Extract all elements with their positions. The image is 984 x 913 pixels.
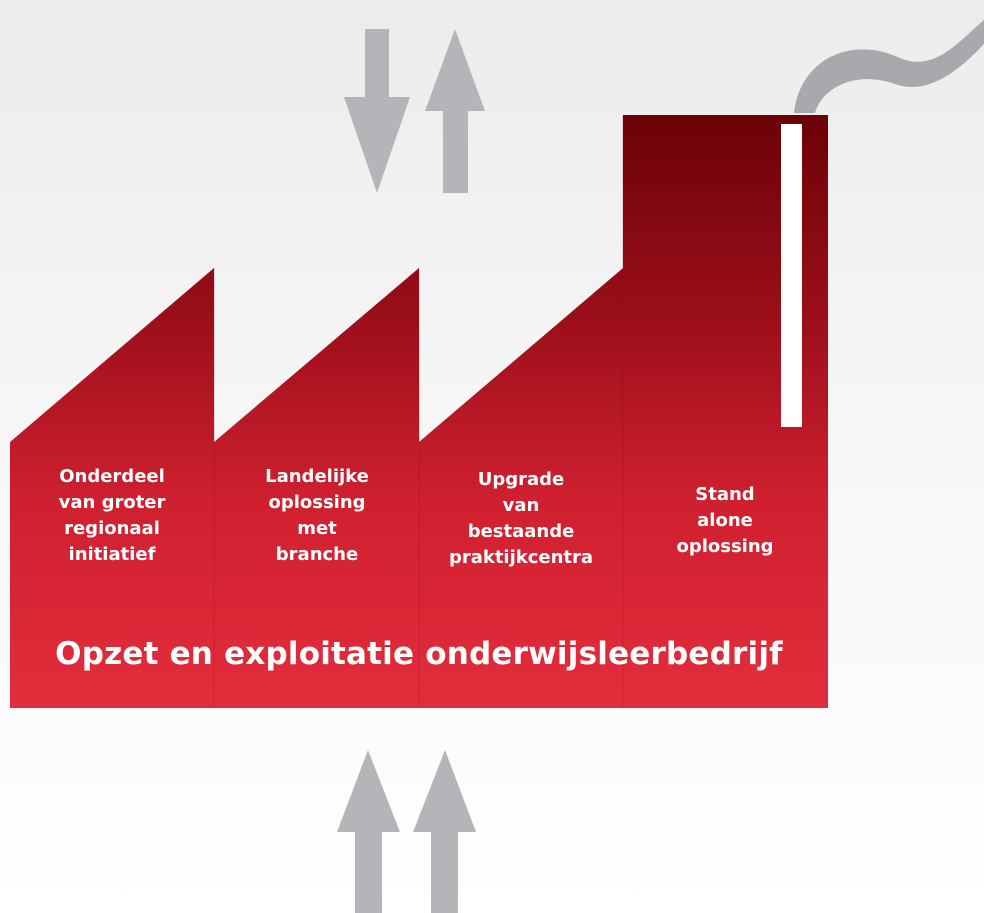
section-line: oplossing bbox=[268, 492, 366, 513]
section-line: branche bbox=[275, 544, 359, 565]
factory-section-1 bbox=[10, 268, 214, 708]
section-line: regionaal bbox=[64, 518, 160, 539]
smoke-icon bbox=[794, 20, 984, 113]
section-label-1: Onderdeel van groter regionaal initiatie… bbox=[10, 464, 214, 568]
section-line: Upgrade bbox=[477, 469, 565, 490]
section-line: initiatief bbox=[68, 544, 156, 565]
section-line: bestaande bbox=[467, 521, 575, 542]
section-line: alone bbox=[697, 510, 753, 531]
arrow-up-icon bbox=[337, 750, 400, 913]
factory-section-3 bbox=[419, 268, 623, 708]
factory-icon bbox=[10, 115, 828, 708]
arrow-down-icon bbox=[344, 29, 410, 193]
section-label-4: Stand alone oplossing bbox=[623, 482, 827, 560]
section-line: praktijkcentra bbox=[448, 547, 594, 568]
section-line: oplossing bbox=[676, 536, 774, 557]
section-line: Stand bbox=[695, 484, 755, 505]
factory-section-2 bbox=[214, 268, 419, 708]
section-line: van groter bbox=[58, 492, 166, 513]
section-line: met bbox=[297, 518, 337, 539]
arrow-up-icon bbox=[413, 750, 476, 913]
section-line: Onderdeel bbox=[59, 466, 165, 487]
chimney-window bbox=[781, 124, 802, 427]
diagram-title: Opzet en exploitatie onderwijsleerbedrij… bbox=[55, 636, 783, 672]
section-label-3: Upgrade van bestaande praktijkcentra bbox=[419, 467, 623, 571]
section-label-2: Landelijke oplossing met branche bbox=[215, 464, 419, 568]
arrow-up-icon bbox=[425, 29, 485, 193]
section-line: Landelijke bbox=[265, 466, 369, 487]
section-line: van bbox=[502, 495, 540, 516]
